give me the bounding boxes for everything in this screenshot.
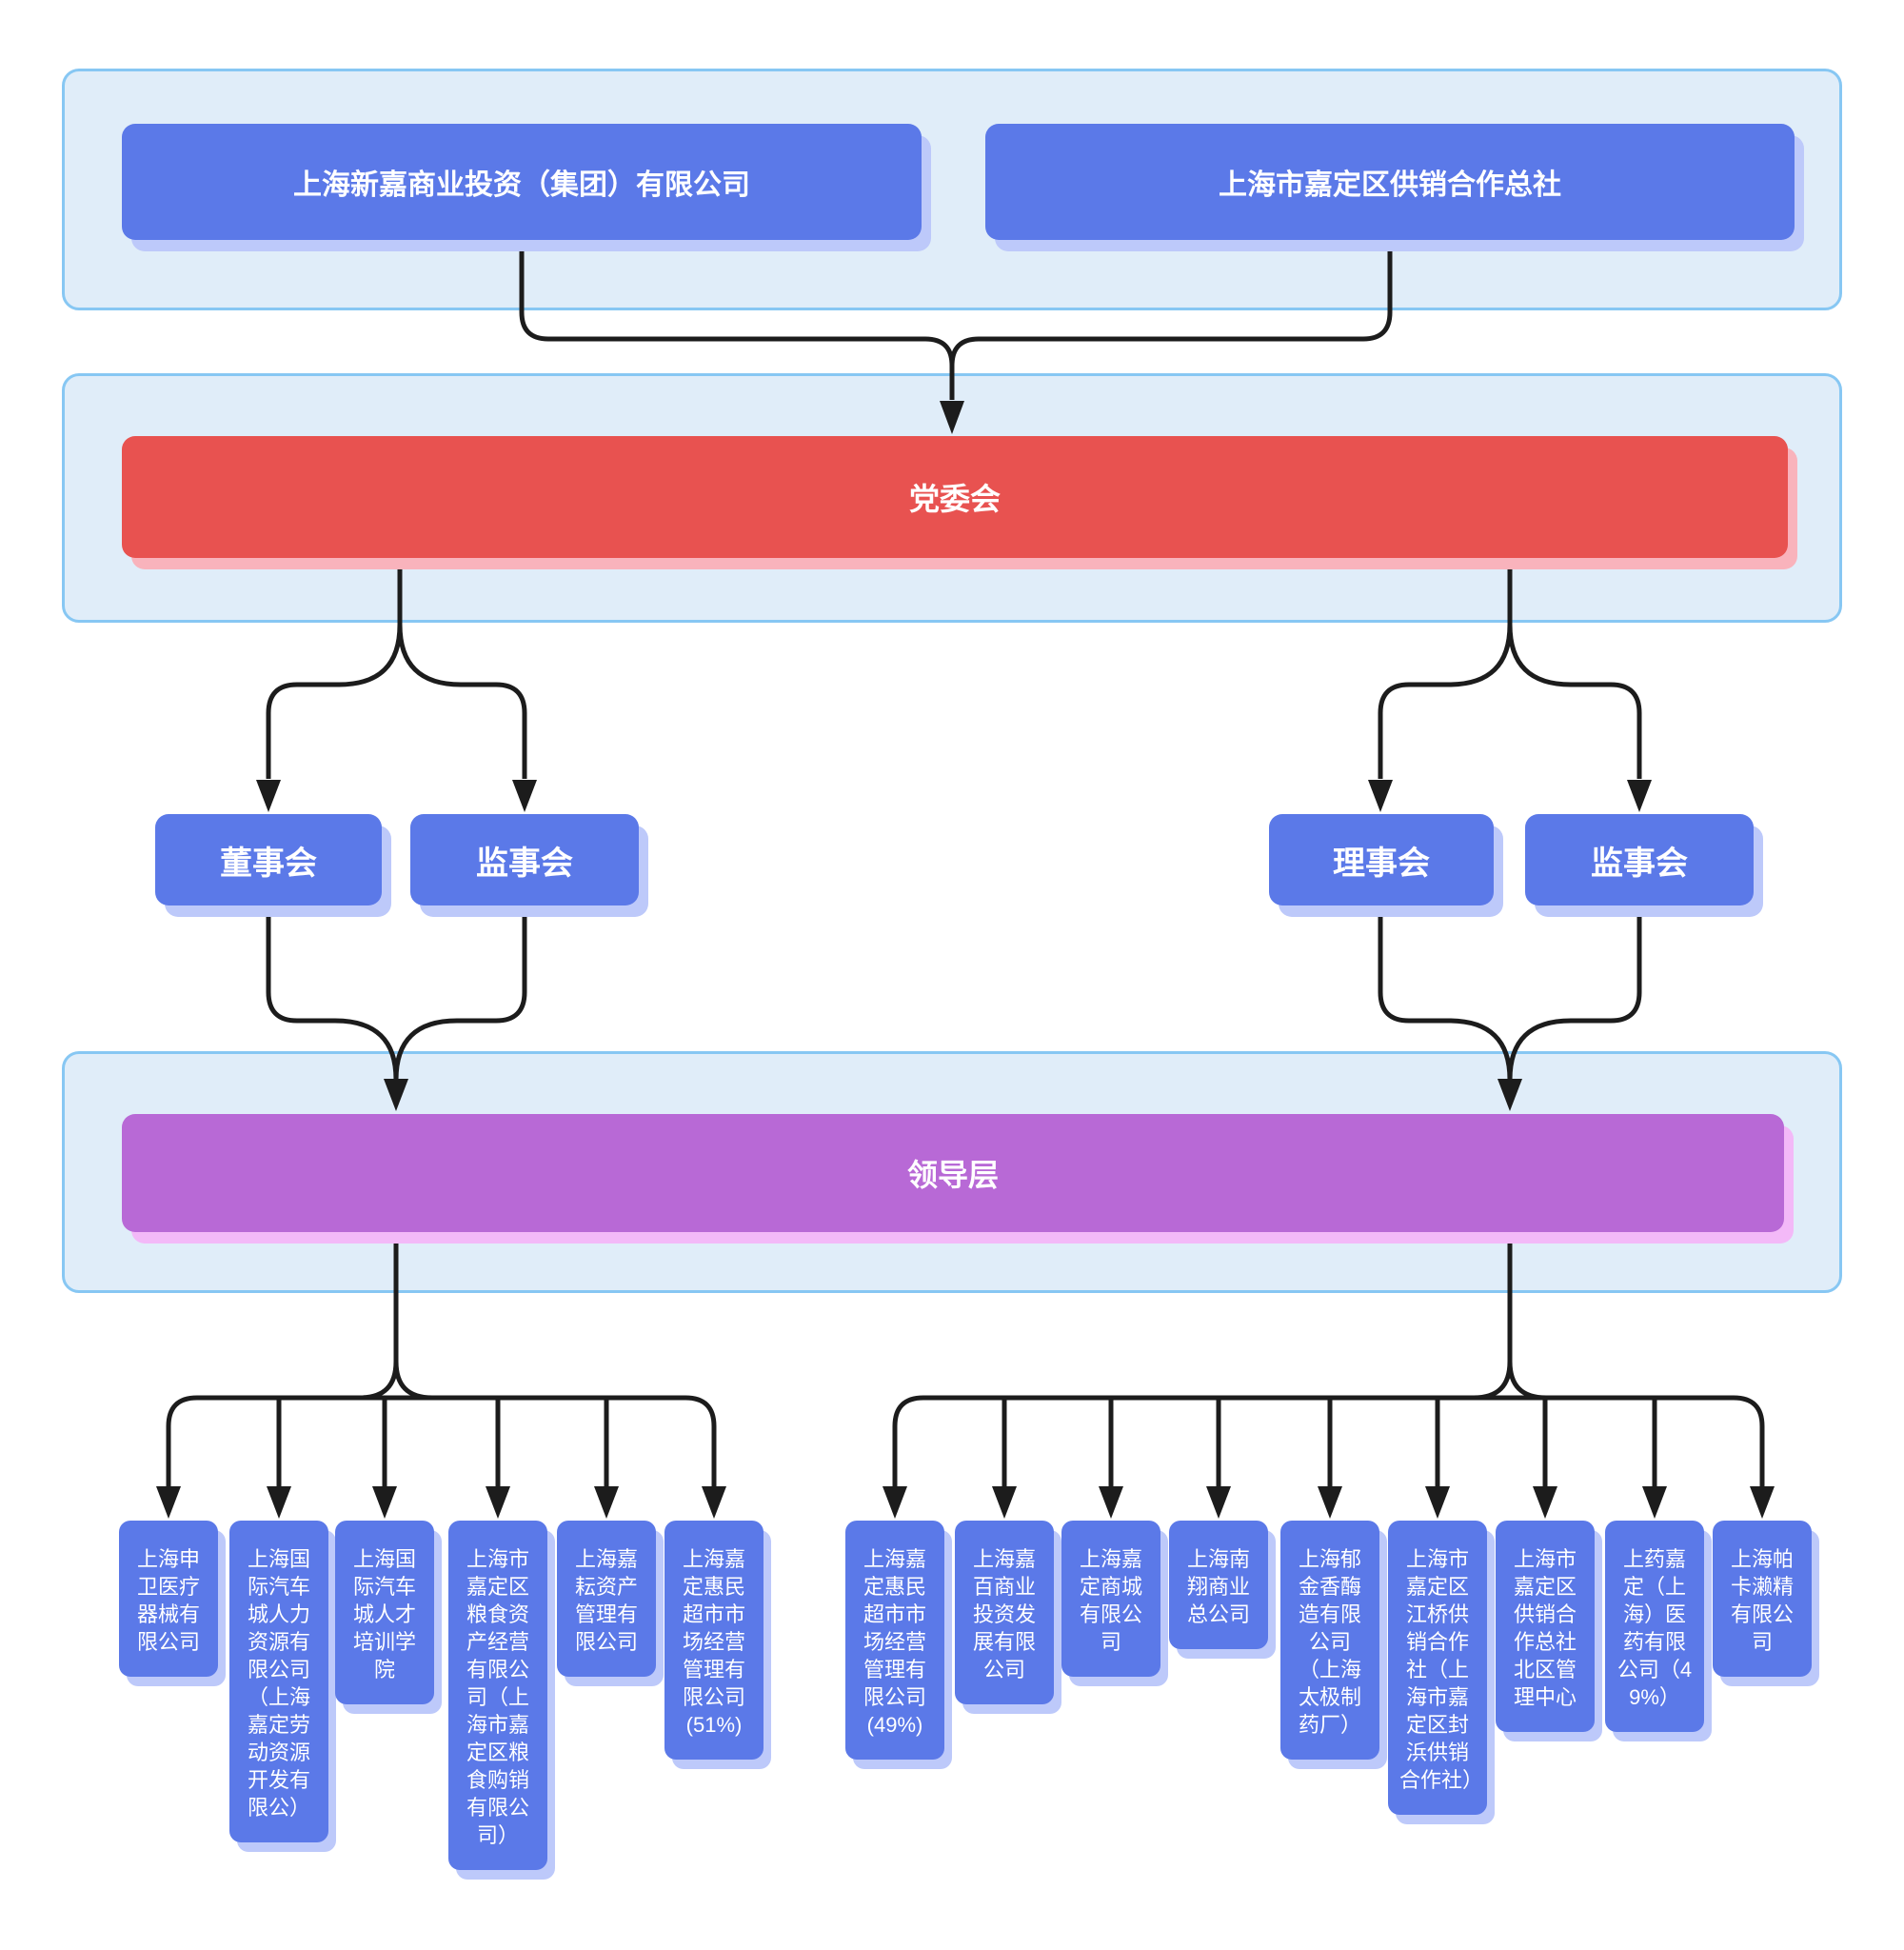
leadership-label: 领导层 — [906, 1158, 999, 1192]
leadership-box: 领导层 — [122, 1114, 1784, 1232]
supervisory-board-left-box: 监事会 — [410, 814, 639, 905]
subsidiary-box-left-5: 上海嘉耘资产管理有限公司 — [557, 1521, 656, 1678]
subsidiary-box-right-2: 上海嘉百商业投资发展有限公司 — [955, 1521, 1054, 1705]
supervisory-board-right-box: 监事会 — [1525, 814, 1754, 905]
party-committee-label: 党委会 — [908, 482, 1001, 516]
subsidiary-box-left-2: 上海国际汽车城人力资源有限公司（上海嘉定劳动资源开发有限公） — [229, 1521, 328, 1843]
parent-org-gongxiao: 上海市嘉定区供销合作总社 — [985, 124, 1795, 240]
subsidiary-box-right-9: 上海帕卡濑精有限公司 — [1713, 1521, 1812, 1678]
council-box: 理事会 — [1269, 814, 1494, 905]
parent-org-xinjia-label: 上海新嘉商业投资（集团）有限公司 — [293, 169, 750, 201]
subsidiary-box-right-6: 上海市嘉定区江桥供销合作社（上海市嘉定区封浜供销合作社） — [1388, 1521, 1487, 1816]
board-of-directors-label: 董事会 — [220, 845, 317, 882]
party-committee-box: 党委会 — [122, 436, 1788, 558]
subsidiary-box-left-1: 上海申卫医疗器械有限公司 — [119, 1521, 218, 1678]
subsidiary-box-right-3: 上海嘉定商城有限公司 — [1061, 1521, 1160, 1678]
parent-org-xinjia: 上海新嘉商业投资（集团）有限公司 — [122, 124, 922, 240]
subsidiary-box-right-4: 上海南翔商业总公司 — [1169, 1521, 1268, 1650]
subsidiary-box-left-3: 上海国际汽车城人才培训学院 — [335, 1521, 434, 1705]
subsidiary-box-right-1: 上海嘉定惠民超市市场经营管理有限公司(49%) — [845, 1521, 944, 1761]
council-label: 理事会 — [1333, 845, 1430, 882]
supervisory-board-left-label: 监事会 — [476, 845, 573, 882]
board-of-directors-box: 董事会 — [155, 814, 382, 905]
supervisory-board-right-label: 监事会 — [1591, 845, 1688, 882]
subsidiary-box-right-7: 上海市嘉定区供销合作总社北区管理中心 — [1496, 1521, 1595, 1733]
parent-org-gongxiao-label: 上海市嘉定区供销合作总社 — [1219, 169, 1561, 201]
subsidiary-box-right-8: 上药嘉定（上海）医药有限公司（49%） — [1605, 1521, 1704, 1733]
subsidiary-box-right-5: 上海郁金香酶造有限公司（上海太极制药厂） — [1280, 1521, 1379, 1761]
subsidiary-box-left-6: 上海嘉定惠民超市市场经营管理有限公司(51%) — [664, 1521, 764, 1761]
subsidiary-box-left-4: 上海市嘉定区粮食资产经营有限公司（上海市嘉定区粮食购销有限公司） — [448, 1521, 547, 1871]
